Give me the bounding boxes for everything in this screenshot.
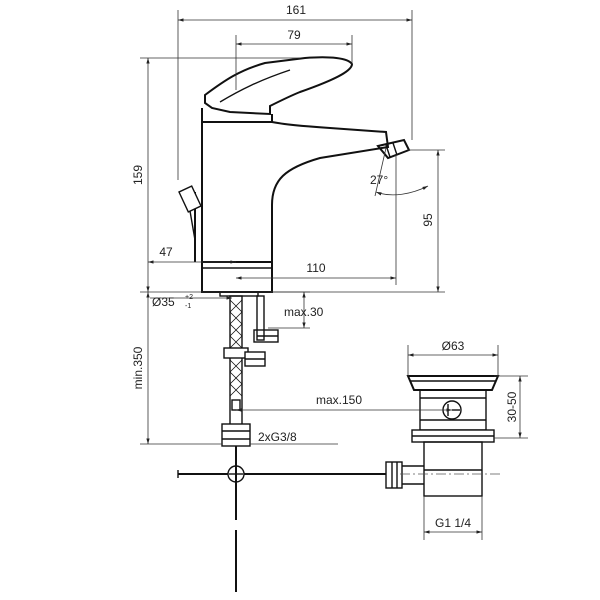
dim-handle-reach: 79 [287, 28, 301, 42]
dim-deck-thickness: max.30 [284, 305, 324, 319]
dim-waste-thread: G1 1/4 [435, 516, 471, 530]
hose-nut [222, 424, 250, 446]
faucet-cap [202, 108, 272, 122]
faucet-base [202, 262, 272, 292]
dim-overall-width: 161 [286, 3, 306, 17]
dim-spout-reach: 110 [306, 261, 325, 275]
dim-hole-tol-lower: -1 [185, 303, 191, 310]
dim-hole-tol-upper: +2 [185, 294, 193, 301]
dim-pull-rod: max.150 [316, 393, 362, 407]
spout-aerator [378, 140, 409, 158]
dim-connections: 2xG3/8 [258, 430, 297, 444]
dim-spout-angle: 27° [370, 173, 388, 187]
dim-hole-diameter: Ø35 [152, 295, 175, 309]
dim-rear-offset: 47 [159, 245, 173, 259]
faucet-body [202, 122, 388, 262]
waste-flange [408, 376, 498, 390]
dim-waste-adjust: 30-50 [505, 391, 519, 422]
dimension-lines [140, 10, 528, 540]
dim-hose-length: min.350 [131, 346, 145, 389]
dim-spout-height: 95 [421, 213, 435, 227]
faucet-handle [205, 57, 352, 114]
waste-assembly [386, 376, 500, 496]
dim-waste-diameter: Ø63 [442, 339, 465, 353]
dim-overall-height: 159 [131, 165, 145, 185]
